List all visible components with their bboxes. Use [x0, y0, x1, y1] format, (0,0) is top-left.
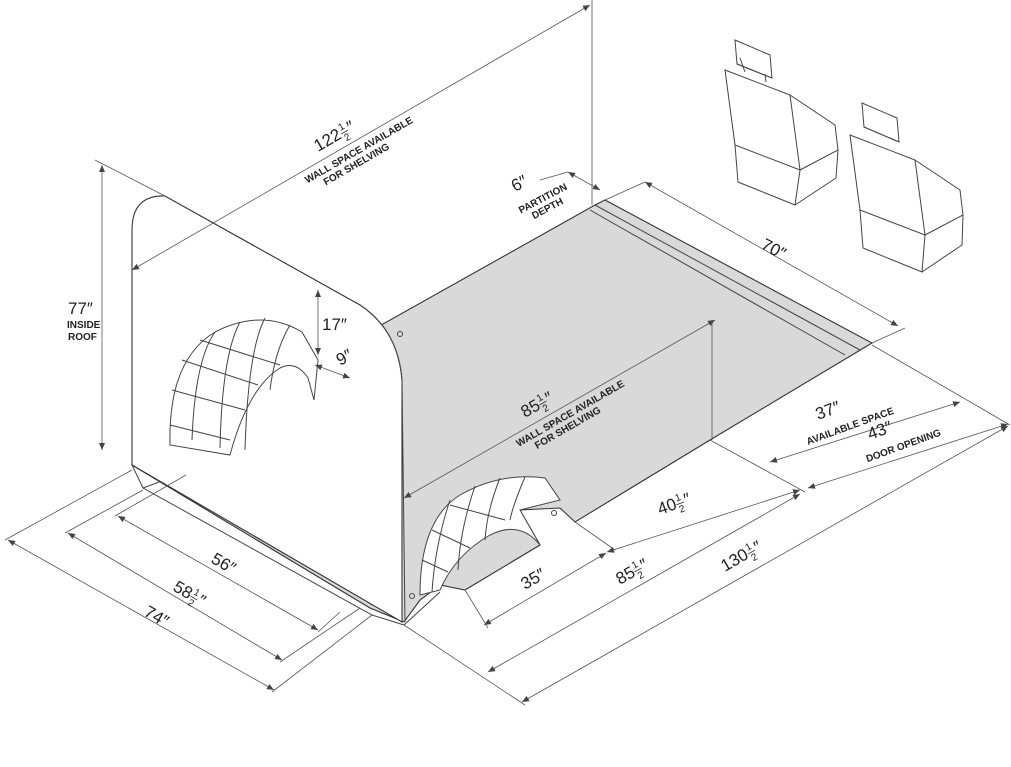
label-well-to-door: 40 1 2 ″ — [655, 489, 693, 518]
svg-text:1: 1 — [191, 587, 202, 600]
wheel-well-front — [169, 317, 319, 456]
svg-text:ROOF: ROOF — [68, 332, 97, 343]
svg-text:1: 1 — [674, 492, 683, 504]
svg-text:1: 1 — [743, 541, 754, 554]
svg-text:INSIDE: INSIDE — [67, 320, 101, 331]
partition-depth-value: 6″ — [508, 171, 531, 195]
dimension-lines — [4, 0, 1011, 706]
label-length-total: 130 1 2 ″ — [718, 537, 766, 575]
wheel-well-height-value: 17″ — [322, 315, 347, 334]
label-width-mid: 58 1 2 ″ — [170, 577, 209, 610]
well-to-end-value: 35″ — [518, 565, 549, 594]
label-inside-roof: 77″ INSIDE ROOF — [67, 299, 101, 343]
front-seat-right — [849, 102, 964, 273]
svg-text:2: 2 — [185, 597, 196, 610]
svg-text:2: 2 — [541, 402, 552, 415]
svg-text:2: 2 — [342, 131, 353, 144]
svg-text:2: 2 — [749, 551, 760, 564]
svg-text:2: 2 — [636, 569, 647, 582]
svg-text:1: 1 — [630, 559, 641, 572]
svg-text:1: 1 — [336, 121, 347, 134]
label-length-mid: 85 1 2 ″ — [613, 555, 652, 588]
svg-text:2: 2 — [678, 503, 687, 515]
between-wells-value: 56″ — [208, 549, 239, 578]
label-wall-length: 122 1 2 ″ WALL SPACE AVAILABLE FOR SHELV… — [303, 115, 415, 188]
rear-width-value: 70″ — [758, 235, 789, 263]
label-partition-depth: 6″ PARTITION DEPTH — [508, 171, 569, 221]
svg-text:1: 1 — [535, 392, 546, 405]
inside-roof-value: 77″ — [68, 299, 93, 318]
dim-line-wall-length — [131, 4, 591, 271]
width-total-value: 74″ — [141, 602, 172, 631]
available-space-value: 37″ — [813, 397, 843, 423]
front-seat-left — [724, 39, 839, 206]
